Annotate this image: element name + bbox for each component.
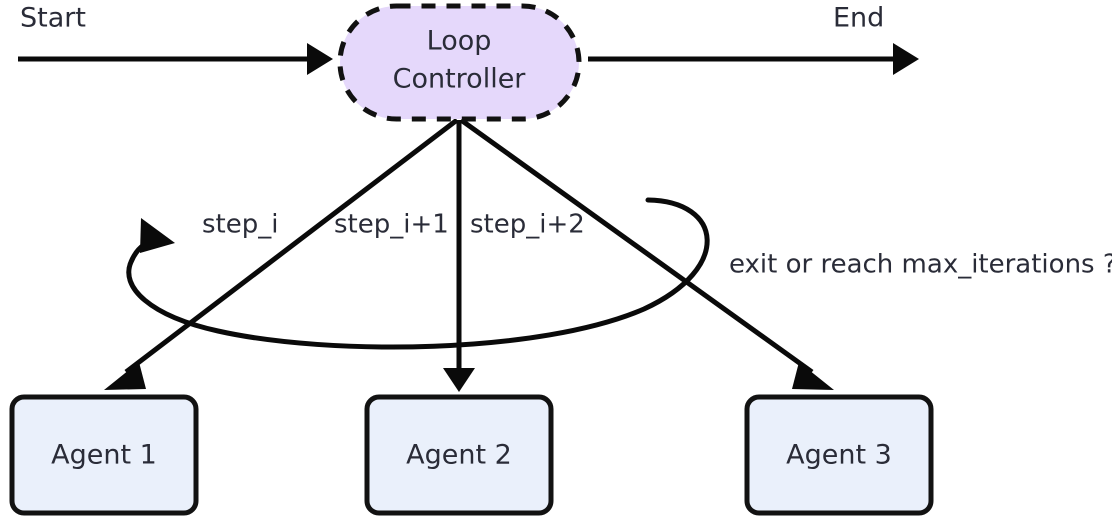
feedback-arrow-head — [140, 218, 175, 253]
agent-1-shape[interactable] — [9, 394, 199, 516]
edge-controller-to-end — [588, 43, 919, 75]
edge-feedback-loop — [126, 197, 710, 350]
agent-2-label: Agent 2 — [406, 440, 512, 471]
edge-controller-to-agent-1 — [104, 118, 459, 390]
agent-1-arrow-head — [104, 362, 146, 390]
edge-label-step-i-plus-2: step_i+2 — [470, 210, 585, 240]
edge-label-exit-condition: exit or reach max_iterations ? — [729, 250, 1112, 280]
edge-controller-to-agent-2 — [443, 120, 475, 392]
agent-2-shape[interactable] — [364, 394, 554, 516]
edge-label-step-i: step_i — [202, 210, 278, 240]
agent-3-label: Agent 3 — [786, 440, 892, 471]
agent-3-arrow-head — [792, 362, 834, 390]
end-label: End — [833, 3, 884, 34]
end-arrow-head — [893, 43, 919, 75]
loop-controller-shape[interactable] — [337, 3, 582, 122]
edge-label-step-i-plus-1: step_i+1 — [334, 210, 449, 240]
node-loop-controller[interactable]: Loop Controller — [337, 3, 582, 122]
node-agent-1[interactable]: Agent 1 — [9, 394, 199, 516]
node-agent-2[interactable]: Agent 2 — [364, 394, 554, 516]
edge-start-to-controller — [18, 43, 333, 75]
node-agent-3[interactable]: Agent 3 — [744, 394, 934, 516]
start-label: Start — [20, 3, 86, 34]
loop-controller-label-line2: Controller — [393, 64, 527, 95]
start-arrow-head — [307, 43, 333, 75]
agent-2-arrow-head — [443, 368, 475, 392]
agent-3-arrow-shaft — [459, 117, 814, 375]
loop-controller-label-line1: Loop — [427, 26, 492, 57]
agent-1-arrow-shaft — [124, 118, 459, 374]
agent-3-shape[interactable] — [744, 394, 934, 516]
feedback-curve-path — [126, 197, 710, 350]
edge-controller-to-agent-3 — [459, 117, 834, 390]
agent-1-label: Agent 1 — [51, 440, 157, 471]
